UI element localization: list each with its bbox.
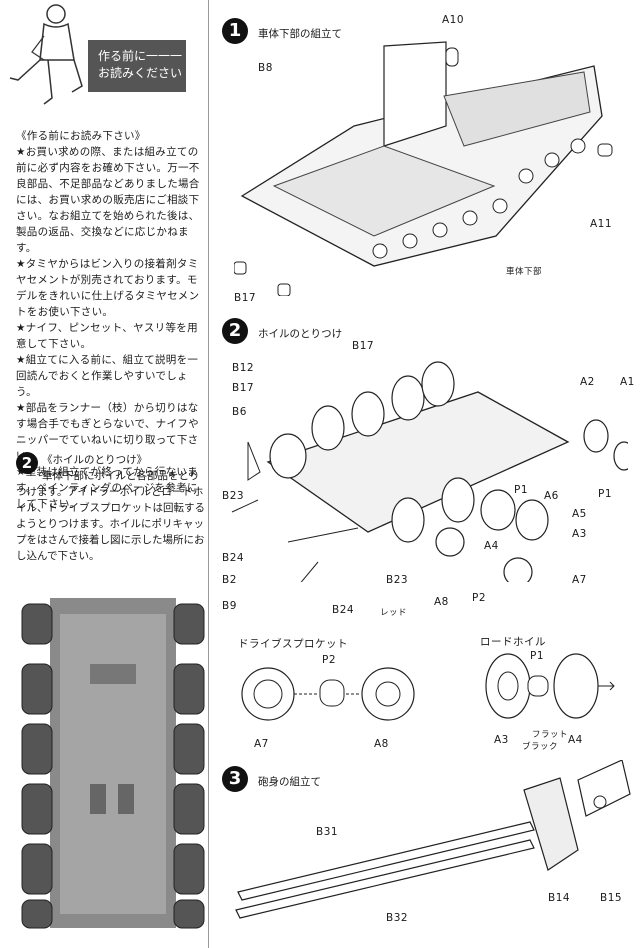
red-note: レッド [380,608,408,618]
part-B6-label: B6 [232,406,247,418]
flat-note: フラット [532,730,569,740]
intro-p3: ★ナイフ、ピンセット、ヤスリ等を用意して下さい。 [16,322,198,350]
part-B23-right-label: B23 [386,574,409,586]
step3-number: 3 [222,766,248,792]
hull-bottom-photo [21,598,205,929]
part-B31-label: B31 [316,826,339,838]
road-A4-label: A4 [568,734,583,746]
intro-p4: ★組立てに入る前に、組立て説明を一回読んでおくと作業しやすいでしょう。 [16,354,199,398]
intro-p6: ★塗装は組立てが終ってから行ないます。ペインティングのページを参考にして下さい。 [16,466,198,510]
step2-text-title: 《ホイルのとりつけ》 [42,454,148,466]
road-wheel-drawing [485,653,615,719]
intro-title: 《作る前にお読み下さい》 [16,130,146,142]
road-wheel-title: ロードホイル [480,636,546,648]
part-A10-label: A10 [442,14,465,26]
step2-number: 2 [222,318,248,344]
step2-text: 《ホイルのとりつけ》 車体下部にホイルと各部品をとりつけます。アイドラーホイルと… [16,452,206,564]
part-B17-mid-label: B17 [232,382,255,394]
road-A3-label: A3 [494,734,509,746]
drive-P2-label: P2 [322,654,337,666]
drive-A8-label: A8 [374,738,389,750]
step1-number: 1 [222,18,248,44]
hull-caption: 車体下部 [506,267,543,277]
part-P2-label: P2 [472,592,487,604]
part-B15-label: B15 [600,892,623,904]
step1-hull-drawing [234,41,613,296]
step2-left-number: 2 [16,452,38,474]
box-line-1: 作る前に一一一 [98,49,183,63]
drive-sprocket-drawing [241,667,415,721]
part-A5-label: A5 [572,508,587,520]
part-A8-label: A8 [434,596,449,608]
intro-text: 《作る前にお読み下さい》 ★お買い求めの際、または組み立ての前に必ず内容をお確め… [16,128,204,512]
step3-barrel-drawing [235,760,631,919]
step2-wheel-drawing [231,361,628,582]
part-A3-label: A3 [572,528,587,540]
box-line-2: お読みください [98,66,183,80]
part-B24-right-label: B24 [332,604,355,616]
part-B2-label: B2 [222,574,237,586]
part-A1-label: A1 [620,376,635,388]
drive-sprocket-title: ドライブスプロケット [238,638,348,650]
part-B24-left-label: B24 [222,552,245,564]
part-P1-right-label: P1 [598,488,613,500]
intro-p2: ★タミヤからはビン入りの接着剤タミヤセメントが別売されております。モデルをきれい… [16,258,200,318]
part-A7-label: A7 [572,574,587,586]
step1-title: 車体下部の組立て [258,28,342,40]
part-B23-left-label: B23 [222,490,245,502]
part-A4-label: A4 [484,540,499,552]
part-A2-label: A2 [580,376,595,388]
figure-illustration [9,4,83,105]
step3-title: 砲身の組立て [258,776,321,788]
part-P1-mid-label: P1 [514,484,529,496]
part-B17-top-label: B17 [352,340,375,352]
part-B17-label: B17 [234,292,257,304]
road-P1-label: P1 [530,650,545,662]
step2-text-body: 車体下部にホイルと各部品をとりつけます。アイドラーホイルとロードホイル、ドライブ… [16,470,205,562]
part-B9-label: B9 [222,600,237,612]
part-B12-label: B12 [232,362,255,374]
drive-A7-label: A7 [254,738,269,750]
intro-p1: ★お買い求めの際、または組み立ての前に必ず内容をお確め下さい。万一不良部品、不足… [16,146,200,254]
part-A6-label: A6 [544,490,559,502]
part-B8-label: B8 [258,62,273,74]
black-note: ブラック [522,742,559,752]
part-B32-label: B32 [386,912,409,924]
intro-p5: ★部品をランナー（枝）から切りはなす場合手でもぎとらないで、ナイフやニッパーでて… [16,402,199,462]
step2-title: ホイルのとりつけ [258,328,343,340]
part-B14-label: B14 [548,892,571,904]
column-divider [208,0,209,948]
part-A11-label: A11 [590,218,613,230]
read-before-box: 作る前に一一一 お読みください [88,40,186,92]
